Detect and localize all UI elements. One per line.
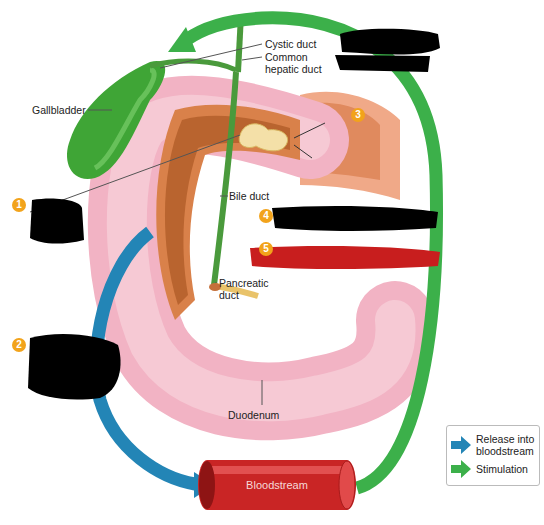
part-label: Cystic duct [265, 38, 355, 50]
part-label: Duodenum [228, 409, 298, 421]
vessel-label: Bloodstream [198, 479, 356, 491]
redaction [272, 206, 438, 231]
legend-text: Stimulation [476, 463, 528, 475]
redaction [30, 198, 84, 243]
redaction [335, 29, 440, 72]
gallbladder-shine [95, 70, 154, 168]
legend-row: Stimulation [450, 460, 536, 478]
vessel-band: Bloodstream [198, 460, 356, 510]
callout-number: 5 [259, 242, 273, 256]
legend-arrow [451, 436, 471, 454]
callout-number: 4 [259, 209, 273, 223]
legend-swatch [450, 460, 472, 478]
legend-arrow [451, 460, 471, 478]
callout-number: 2 [12, 338, 26, 352]
legend-text: Release into bloodstream [476, 433, 536, 457]
cystic-duct [150, 61, 236, 70]
gallbladder [67, 61, 165, 179]
redaction [250, 246, 440, 269]
callout-number: 1 [12, 198, 26, 212]
part-label: Gallbladder [32, 104, 92, 116]
leader-line [262, 380, 263, 405]
legend-row: Release into bloodstream [450, 433, 536, 457]
legend-swatch [450, 436, 472, 454]
vessel-shine [207, 466, 347, 474]
part-label: Bile duct [229, 190, 289, 202]
vessel-body [198, 460, 356, 510]
vessel-opening [199, 461, 215, 509]
part-label: Common hepatic duct [265, 51, 335, 75]
callout-number: 3 [351, 108, 365, 122]
leader-line [88, 110, 112, 111]
vessel-opening [339, 461, 355, 509]
arrowhead [168, 27, 196, 52]
leader-line [216, 196, 228, 283]
legend-box: Release into bloodstreamStimulation [446, 425, 540, 486]
bile-duct [214, 72, 236, 285]
part-label: Pancreatic duct [219, 277, 279, 301]
leader-line [294, 123, 325, 158]
chyme [239, 124, 287, 151]
redaction [28, 334, 121, 399]
